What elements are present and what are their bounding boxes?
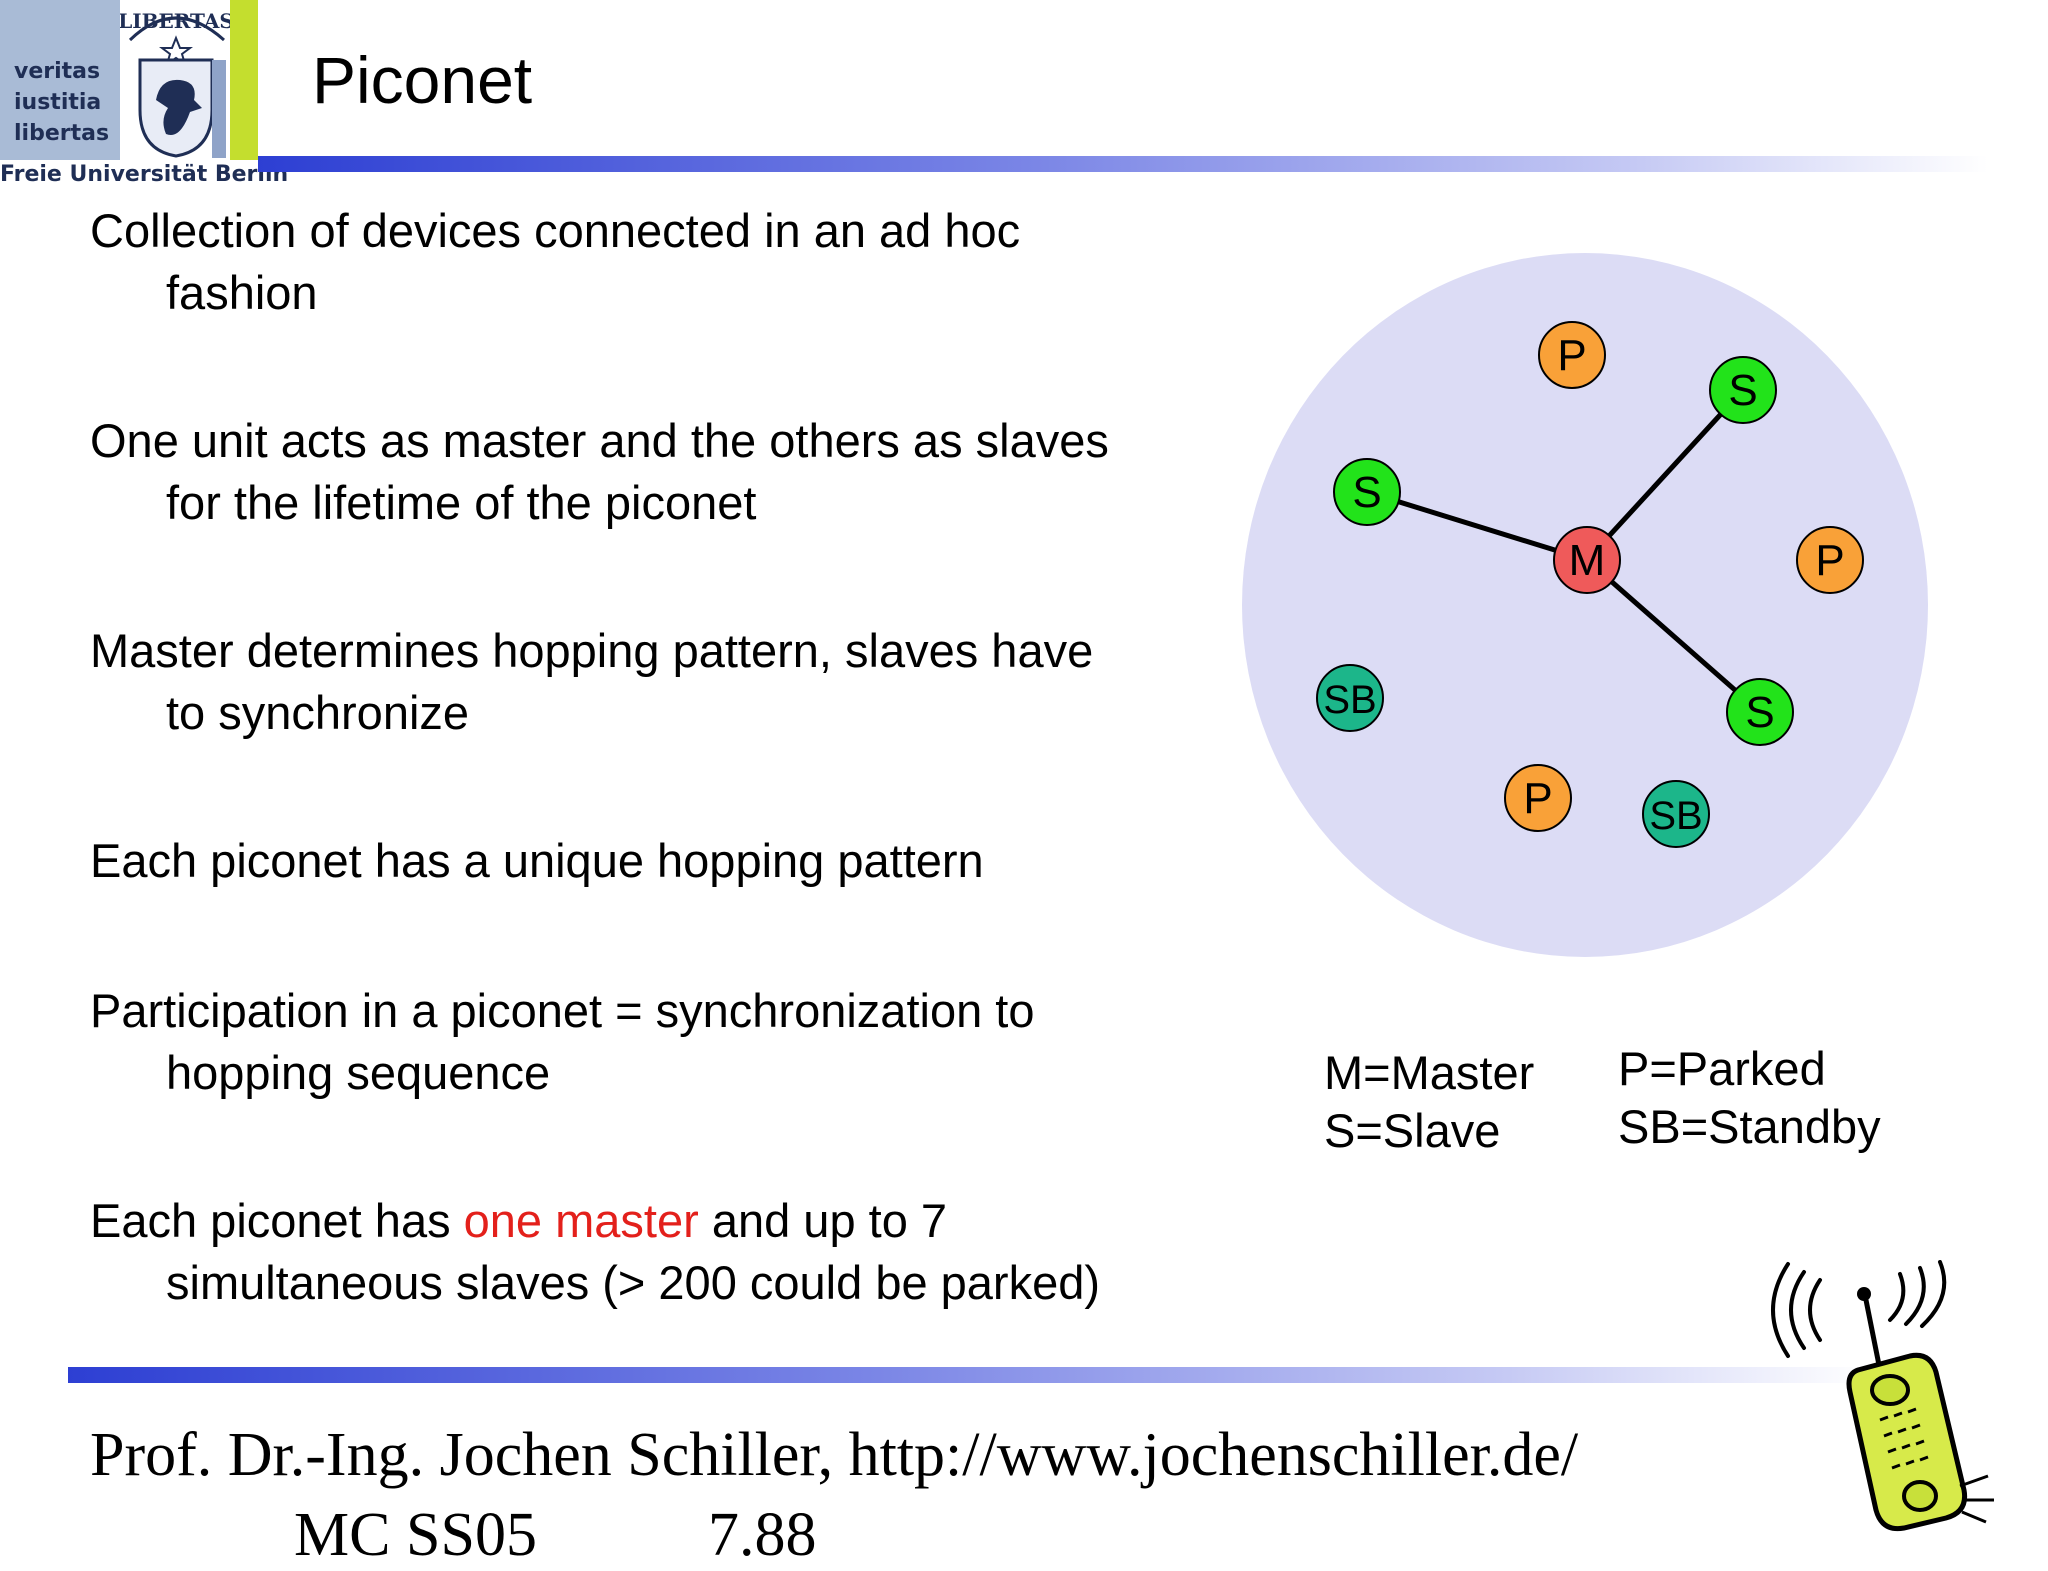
node-slave: S [1709,356,1777,424]
bullet-item: Collection of devices connected in an ad… [90,200,1240,324]
node-label: SB [1649,794,1702,838]
bullet-text-continued: fashion [166,266,318,319]
node-parked: P [1538,321,1606,389]
piconet-diagram: P S S M P SB S P SB [1240,240,1960,980]
bullet-item: Participation in a piconet = synchroniza… [90,980,1240,1104]
bullet-text: Participation in a piconet = synchroniza… [90,984,1035,1037]
legend-slave: S=Slave [1324,1104,1501,1157]
legend-parked: P=Parked [1618,1042,1826,1095]
node-label: S [1352,468,1381,517]
master-slave-link [1366,489,1588,563]
university-name: Freie Universität Berlin [0,162,289,187]
highlighted-text: one master [463,1194,699,1247]
mobile-phone-icon [1760,1260,2000,1536]
node-circle [1709,356,1777,424]
slide-title: Piconet [312,43,533,117]
node-master: M [1553,526,1621,594]
footer-author: Prof. Dr.-Ing. Jochen Schiller, http://w… [90,1421,1579,1489]
bullet-text: Each piconet has [90,1194,464,1247]
footer-page-number: 7.88 [707,1501,817,1569]
bullet-item: Each piconet has one master and up to 7 … [90,1190,1240,1314]
node-label: S [1728,366,1757,415]
node-label: S [1745,688,1774,737]
bullet-text: Each piconet has a unique hopping patter… [90,834,984,887]
bullet-text: Collection of devices connected in an ad… [90,204,1021,257]
bullet-text: One unit acts as master and the others a… [90,414,1109,467]
node-circle [1726,678,1794,746]
legend-standby: SB=Standby [1618,1100,1881,1153]
node-circle [1316,664,1384,732]
logo-green-stripe [230,0,258,160]
bullet-text: Master determines hopping pattern, slave… [90,624,1094,677]
footer-course: MC SS05 [294,1501,537,1569]
motto-line: veritas [14,59,101,84]
legend-right: P=Parked SB=Standby [1618,1040,1881,1156]
node-label: SB [1323,678,1376,722]
bullet-text-continued: hopping sequence [166,1046,551,1099]
node-circle [1504,764,1572,832]
footer-divider [68,1367,1868,1383]
node-circle [1642,780,1710,848]
node-circle [1333,458,1401,526]
node-parked: P [1504,764,1572,832]
motto-line: libertas [14,121,110,146]
master-slave-link [1585,558,1762,714]
node-label: P [1815,536,1844,585]
bullet-item: One unit acts as master and the others a… [90,410,1240,534]
master-slave-link [1585,388,1745,562]
node-circle [1538,321,1606,389]
motto-line: iustitia [14,90,102,115]
bullet-text-continued: to synchronize [166,686,470,739]
seal-icon: LIBERTAS [118,0,234,160]
node-label: P [1523,774,1552,823]
bullet-text-continued: simultaneous slaves (> 200 could be park… [166,1256,1101,1309]
bullet-item: Each piconet has a unique hopping patter… [90,830,1240,892]
legend-left: M=Master S=Slave [1324,1044,1534,1160]
node-label: P [1557,331,1586,380]
bullet-item: Master determines hopping pattern, slave… [90,620,1240,744]
node-standby: SB [1316,664,1384,732]
bullet-text-continued: for the lifetime of the piconet [166,476,757,529]
title-divider [258,156,1988,172]
node-circle [1553,526,1621,594]
node-label: M [1569,536,1606,585]
node-parked: P [1796,526,1864,594]
logo-blue-panel: veritas iustitia libertas [0,0,120,160]
logo-motto: veritas iustitia libertas [14,56,109,149]
legend-master: M=Master [1324,1046,1535,1099]
university-logo: veritas iustitia libertas LIBERTAS Freie… [0,0,288,190]
node-slave: S [1333,458,1401,526]
node-circle [1796,526,1864,594]
bullet-text: and up to 7 [698,1194,948,1247]
node-standby: SB [1642,780,1710,848]
node-slave: S [1726,678,1794,746]
piconet-area [1242,253,1928,957]
seal-text: LIBERTAS [120,9,230,33]
